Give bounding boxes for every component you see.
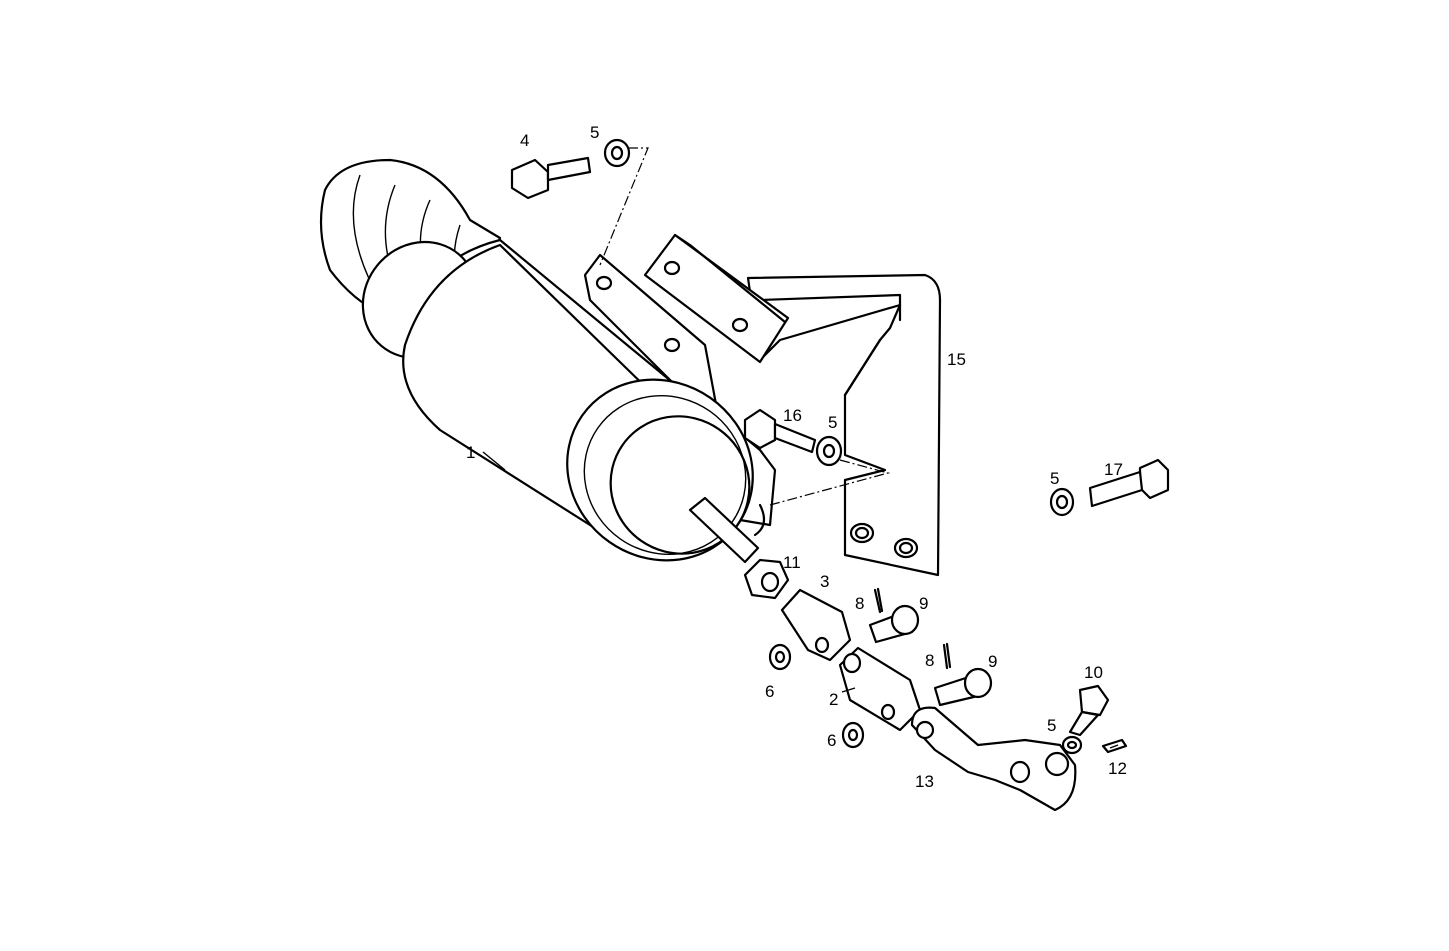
bolt-4 bbox=[510, 156, 592, 200]
lever-13 bbox=[910, 706, 1077, 812]
callout-6a: 6 bbox=[765, 682, 774, 701]
callout-11: 11 bbox=[783, 553, 801, 572]
bolt-17 bbox=[1088, 458, 1170, 508]
washer-6b bbox=[841, 721, 865, 749]
washer-5a bbox=[603, 138, 631, 168]
callout-1: 1 bbox=[466, 443, 475, 462]
callout-12: 12 bbox=[1108, 759, 1127, 778]
callout-5d: 5 bbox=[1047, 716, 1056, 735]
cotter-pin-8b bbox=[942, 642, 952, 670]
callout-9a: 9 bbox=[919, 594, 928, 613]
callout-15: 15 bbox=[947, 350, 966, 369]
leader-lines bbox=[482, 451, 1119, 749]
washer-5c bbox=[1049, 487, 1075, 517]
callout-9b: 9 bbox=[988, 652, 997, 671]
callout-2: 2 bbox=[829, 690, 838, 709]
callout-6b: 6 bbox=[827, 731, 836, 750]
callout-5b: 5 bbox=[828, 413, 837, 432]
nut-11 bbox=[743, 558, 790, 600]
cotter-pin-8a bbox=[873, 587, 884, 614]
pin-9a bbox=[868, 604, 920, 644]
callout-3: 3 bbox=[820, 572, 829, 591]
clevis-3 bbox=[780, 588, 852, 662]
callout-8a: 8 bbox=[855, 594, 864, 613]
solenoid-body bbox=[319, 158, 760, 564]
bolt-10 bbox=[1068, 684, 1110, 737]
washer-6a bbox=[768, 643, 792, 671]
callout-13: 13 bbox=[915, 772, 934, 791]
callout-17: 17 bbox=[1104, 460, 1123, 479]
callout-labels: 1 2 3 4 5 5 5 5 6 6 8 8 9 9 10 11 12 13 … bbox=[466, 123, 1127, 791]
alignment-lines bbox=[599, 147, 891, 506]
washer-5d bbox=[1061, 735, 1083, 755]
pin-9b bbox=[933, 667, 993, 707]
callout-5a: 5 bbox=[590, 123, 599, 142]
callout-16: 16 bbox=[783, 406, 802, 425]
callout-10: 10 bbox=[1084, 663, 1103, 682]
callout-4: 4 bbox=[520, 131, 529, 150]
callout-5c: 5 bbox=[1050, 469, 1059, 488]
callout-8b: 8 bbox=[925, 651, 934, 670]
bolt-16 bbox=[743, 408, 817, 454]
washer-5b bbox=[815, 435, 843, 467]
